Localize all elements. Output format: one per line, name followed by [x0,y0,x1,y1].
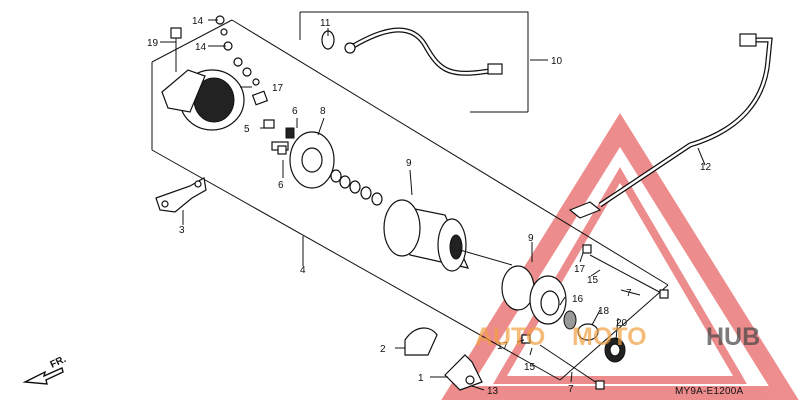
assembly-outline [151,19,669,381]
terminal-bracket [444,354,483,391]
callout-1: 1 [418,373,424,384]
callout-20: 20 [616,318,628,329]
front-cover [501,265,577,330]
diagram-code: MY9A-E1200A [675,386,743,397]
callout-12: 12 [700,162,712,173]
small-bolts [263,119,592,344]
battery-cable [568,33,773,219]
callout-6-bottom: 6 [278,180,284,191]
watermark-text-hub: HUB [706,323,760,351]
front-direction-indicator: FR. [22,354,68,385]
callout-5: 5 [244,124,250,135]
watermark-logo [441,112,799,400]
shim-washers [330,169,383,206]
leader-lines [160,19,706,391]
callout-2: 2 [380,344,386,355]
watermark-text-auto: AUTO [475,323,545,351]
callout-3: 3 [179,225,185,236]
terminal-cover [404,327,438,356]
callout-labels: 19 14 14 17 5 6 8 6 9 11 10 12 3 4 9 17 … [147,16,712,397]
callout-10: 10 [551,56,563,67]
stay-bracket [155,177,207,213]
callout-14-top: 14 [192,16,204,27]
callout-15-top: 15 [587,275,599,286]
callout-14-mid: 14 [195,42,207,53]
callout-19: 19 [147,38,159,49]
rear-cover [161,27,245,131]
callout-18: 18 [598,306,610,317]
callout-4: 4 [300,265,306,276]
callout-8: 8 [320,106,326,117]
callout-17-mid: 17 [574,264,586,275]
callout-7-bottom: 7 [568,384,574,395]
seal-parts [577,323,626,363]
starter-cable [321,27,503,76]
brush-holder [271,127,335,189]
motor-body [383,199,513,272]
callout-16: 16 [572,294,584,305]
cable-box [299,11,529,113]
washer-stack [215,15,269,106]
callout-17-top: 17 [272,83,284,94]
callout-11: 11 [320,18,331,29]
callout-9-top: 9 [406,158,412,169]
long-bolts [539,254,669,390]
callout-13: 13 [487,386,499,397]
callout-6-top: 6 [292,106,298,117]
callout-17-bottom: 17 [497,341,509,352]
watermark-text: AUTO MOTO HUB [475,323,760,351]
front-indicator-label: FR. [49,354,68,371]
callout-7-top: 7 [626,288,632,299]
watermark-text-moto: MOTO [572,323,647,351]
callout-15-bottom: 15 [524,362,536,373]
callout-9-bottom: 9 [528,233,534,244]
